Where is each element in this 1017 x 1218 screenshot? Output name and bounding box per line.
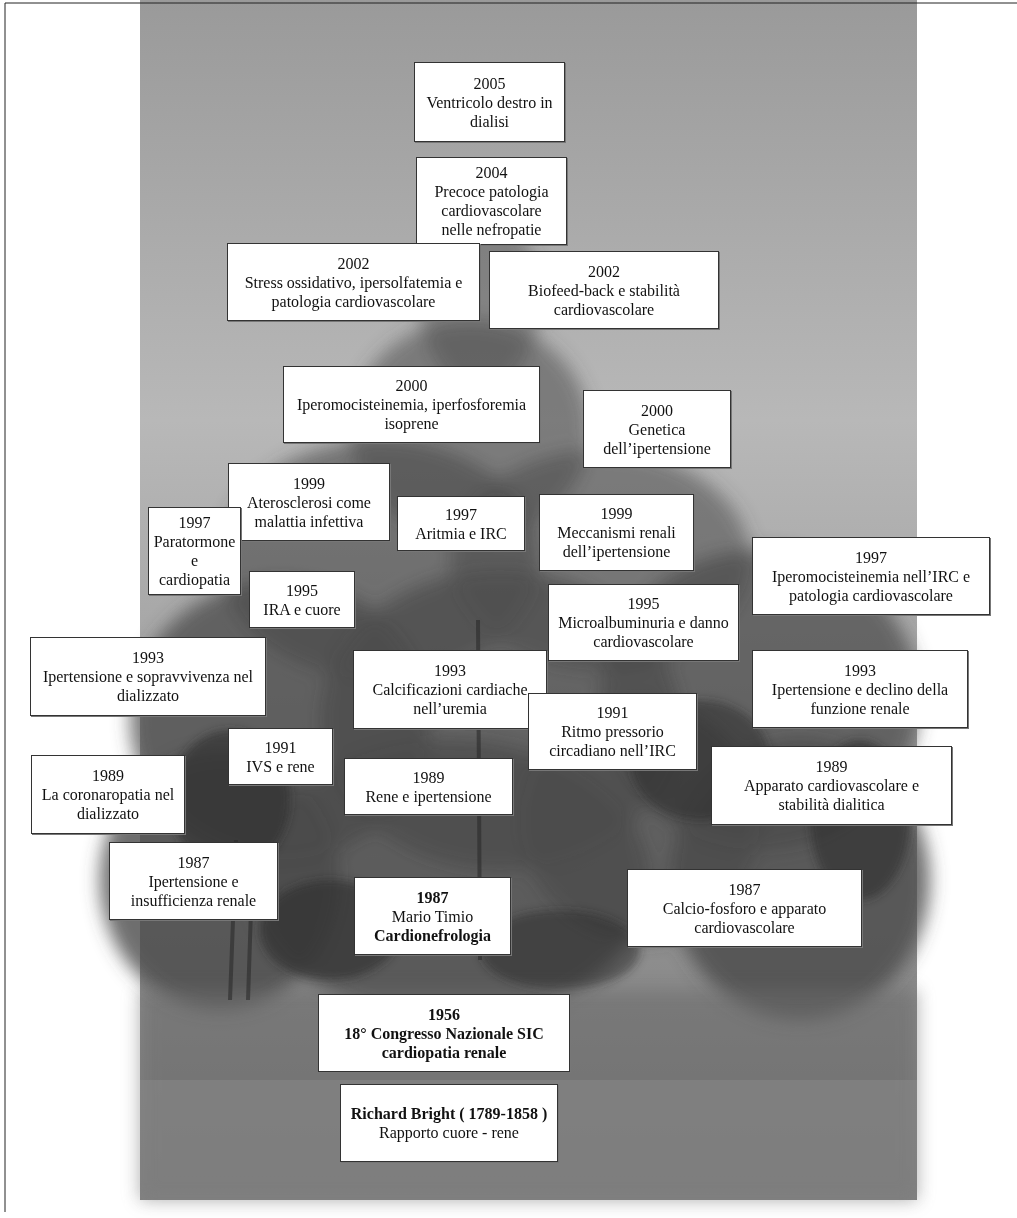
- box-heading: 1995: [628, 594, 660, 613]
- timeline-box: 1987Ipertensione e insufficienza renale: [109, 842, 278, 920]
- box-heading: 1993: [434, 661, 466, 680]
- box-text: Apparato cardiovascolare e stabilità dia…: [720, 776, 943, 814]
- box-heading: 1999: [601, 504, 633, 523]
- timeline-box: 1997Paratormone e cardiopatia: [148, 507, 241, 595]
- box-heading: 2002: [338, 254, 370, 273]
- box-heading: 2004: [476, 163, 508, 182]
- box-heading: 2005: [474, 74, 506, 93]
- timeline-box: 1995IRA e cuore: [249, 571, 355, 628]
- timeline-box: 1987Mario TimioCardionefrologia: [354, 877, 511, 955]
- box-text: Aterosclerosi come malattia infettiva: [237, 493, 381, 531]
- box-heading: 1991: [265, 738, 297, 757]
- box-text: Mario Timio: [392, 907, 473, 926]
- box-heading: 1987: [178, 853, 210, 872]
- timeline-box: 2002Stress ossidativo, ipersolfatemia e …: [227, 243, 480, 321]
- box-heading: 1989: [816, 757, 848, 776]
- box-text: Precoce patologia cardiovascolare nelle …: [425, 182, 558, 239]
- timeline-box: 1995Microalbuminuria e danno cardiovasco…: [548, 584, 739, 661]
- box-text: Ipertensione e sopravvivenza nel dializz…: [39, 667, 257, 705]
- box-heading: 1997: [855, 548, 887, 567]
- box-text: Cardionefrologia: [374, 926, 491, 945]
- box-heading: 2002: [588, 262, 620, 281]
- box-text: Rene e ipertensione: [365, 787, 491, 806]
- timeline-box: 1987Calcio-fosforo e apparato cardiovasc…: [627, 869, 862, 947]
- timeline-box: 2004Precoce patologia cardiovascolare ne…: [416, 157, 567, 245]
- timeline-box: 1991IVS e rene: [228, 728, 333, 785]
- box-text: IVS e rene: [246, 757, 314, 776]
- timeline-box: 1997Aritmia e IRC: [397, 496, 525, 551]
- box-heading: 1987: [729, 880, 761, 899]
- box-heading: 1956: [428, 1005, 460, 1024]
- box-text: Iperomocisteinemia nell’IRC e patologia …: [761, 567, 981, 605]
- box-text: Rapporto cuore - rene: [379, 1123, 519, 1142]
- timeline-box: 1993Ipertensione e declino della funzion…: [752, 650, 968, 728]
- box-text: Ventricolo destro in dialisi: [423, 93, 556, 131]
- timeline-box: 1993Ipertensione e sopravvivenza nel dia…: [30, 637, 266, 716]
- box-text: Iperomocisteinemia, iperfosforemia isopr…: [292, 395, 531, 433]
- box-text: 18° Congresso Nazionale SIC cardiopatia …: [327, 1024, 561, 1062]
- box-heading: 1991: [597, 703, 629, 722]
- box-text: Aritmia e IRC: [415, 524, 507, 543]
- box-heading: 1989: [92, 766, 124, 785]
- box-heading: 1989: [413, 768, 445, 787]
- box-heading: 1995: [286, 581, 318, 600]
- box-text: Paratormone e cardiopatia: [154, 532, 236, 589]
- box-heading: 2000: [641, 401, 673, 420]
- timeline-box: Richard Bright ( 1789-1858 )Rapporto cuo…: [340, 1084, 558, 1162]
- box-text: Genetica dell’ipertensione: [592, 420, 722, 458]
- timeline-box: 2000Iperomocisteinemia, iperfosforemia i…: [283, 366, 540, 443]
- box-text: Microalbuminuria e danno cardiovascolare: [557, 613, 730, 651]
- timeline-box: 1999Aterosclerosi come malattia infettiv…: [228, 463, 390, 541]
- box-text: Ipertensione e insufficienza renale: [118, 872, 269, 910]
- timeline-box: 2002Biofeed-back e stabilità cardiovasco…: [489, 251, 719, 329]
- box-text: Meccanismi renali dell’ipertensione: [548, 523, 685, 561]
- box-text: La coronaropatia nel dializzato: [40, 785, 176, 823]
- box-text: IRA e cuore: [263, 600, 340, 619]
- box-heading: Richard Bright ( 1789-1858 ): [351, 1104, 547, 1123]
- box-text: Biofeed-back e stabilità cardiovascolare: [498, 281, 710, 319]
- box-heading: 2000: [396, 376, 428, 395]
- box-text: Calcificazioni cardiache nell’uremia: [362, 680, 538, 718]
- box-text: Ritmo pressorio circadiano nell’IRC: [537, 722, 688, 760]
- box-text: Ipertensione e declino della funzione re…: [761, 680, 959, 718]
- box-heading: 1993: [132, 648, 164, 667]
- box-heading: 1997: [445, 505, 477, 524]
- timeline-box: 2000Genetica dell’ipertensione: [583, 390, 731, 468]
- timeline-box: 1991Ritmo pressorio circadiano nell’IRC: [528, 693, 697, 770]
- timeline-box: 1989La coronaropatia nel dializzato: [31, 755, 185, 834]
- box-text: Stress ossidativo, ipersolfatemia e pato…: [236, 273, 471, 311]
- timeline-box: 1989Apparato cardiovascolare e stabilità…: [711, 746, 952, 825]
- box-heading: 1999: [293, 474, 325, 493]
- box-text: Calcio-fosforo e apparato cardiovascolar…: [636, 899, 853, 937]
- timeline-box: 1989Rene e ipertensione: [344, 758, 513, 815]
- timeline-box: 195618° Congresso Nazionale SIC cardiopa…: [318, 994, 570, 1072]
- box-heading: 1997: [179, 513, 211, 532]
- box-heading: 1993: [844, 661, 876, 680]
- timeline-box: 1993Calcificazioni cardiache nell’uremia: [353, 650, 547, 729]
- box-heading: 1987: [417, 888, 449, 907]
- timeline-box: 1997Iperomocisteinemia nell’IRC e patolo…: [752, 537, 990, 615]
- timeline-box: 2005Ventricolo destro in dialisi: [414, 62, 565, 142]
- timeline-box: 1999Meccanismi renali dell’ipertensione: [539, 494, 694, 571]
